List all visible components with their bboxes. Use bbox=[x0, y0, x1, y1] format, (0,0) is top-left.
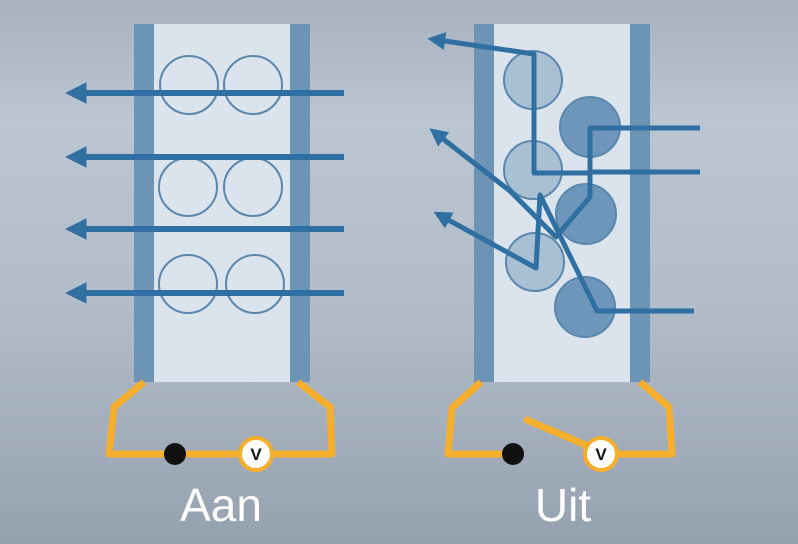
light-path bbox=[433, 192, 694, 314]
circuit-wire-left bbox=[444, 379, 512, 458]
cell-body bbox=[152, 24, 292, 382]
crystal-column-aligned bbox=[158, 55, 285, 314]
panel-label-on: Aan bbox=[180, 479, 262, 531]
light-arrows-twisted bbox=[427, 32, 700, 314]
circuit-wire-right bbox=[616, 379, 676, 458]
crystal bbox=[159, 55, 219, 115]
circuit-wire-closed bbox=[105, 379, 336, 458]
electrode-left bbox=[474, 24, 494, 382]
crystal bbox=[223, 55, 283, 115]
panel-label-off: Uit bbox=[535, 479, 591, 531]
crystal bbox=[554, 276, 616, 338]
panel-on: V Aan bbox=[65, 24, 344, 531]
crystal bbox=[225, 254, 285, 314]
switch-arm-open bbox=[523, 416, 592, 450]
crystal bbox=[158, 254, 218, 314]
panel-off: V Uit bbox=[427, 24, 700, 531]
electrode-right bbox=[290, 24, 310, 382]
voltmeter bbox=[238, 436, 274, 472]
electrode-right bbox=[630, 24, 650, 382]
light-path bbox=[427, 32, 700, 176]
electrode-left bbox=[134, 24, 154, 382]
circuit-node bbox=[164, 443, 186, 465]
crystal bbox=[555, 183, 617, 245]
voltmeter bbox=[583, 436, 619, 472]
light-path bbox=[429, 128, 700, 240]
circuit-node bbox=[502, 443, 524, 465]
voltmeter-label: V bbox=[250, 445, 262, 464]
voltmeter-label: V bbox=[595, 445, 607, 464]
light-arrows-straight bbox=[65, 82, 344, 304]
